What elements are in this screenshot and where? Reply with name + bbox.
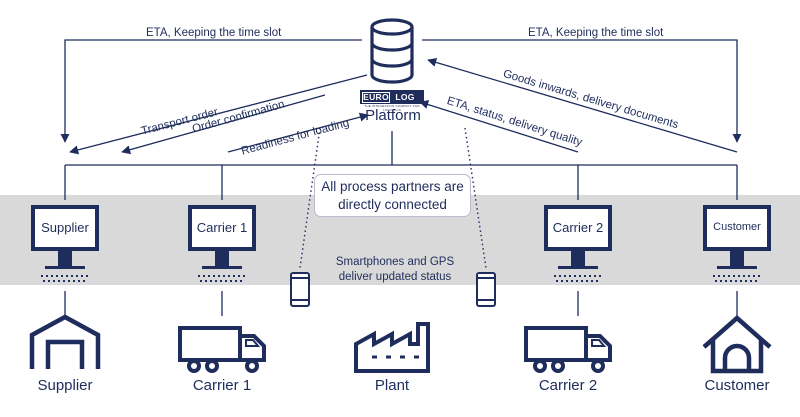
central-connectors (64, 131, 738, 316)
database-icon (370, 18, 414, 84)
monitor-label-supplier: Supplier (41, 220, 89, 235)
truck-icon (178, 326, 266, 373)
monitor-icon (188, 205, 256, 282)
bottom-label-supplier: Supplier (37, 377, 93, 394)
note-line1: All process partners are (321, 179, 464, 194)
note-line2: directly connected (338, 197, 447, 212)
warehouse-icon (29, 314, 101, 369)
monitor-icon (703, 205, 771, 282)
platform-label: Platform (365, 107, 421, 124)
monitor-icon (544, 205, 612, 282)
gps-text: Smartphones and GPS deliver updated stat… (320, 255, 470, 285)
logo-tagline: THE INTEGRATION COMPANY FOR LOGISTICS (364, 104, 420, 112)
eta-left-label: ETA, Keeping the time slot (146, 27, 282, 39)
monitor-label-carrier2: Carrier 2 (552, 220, 604, 235)
eta-right-arrow (422, 39, 742, 143)
eta-right-label: ETA, Keeping the time slot (528, 27, 664, 39)
monitor-icon (31, 205, 99, 282)
readiness-arrow (227, 112, 369, 153)
gps-line1: Smartphones and GPS (335, 256, 455, 268)
eurolog-logo: EURO LOG (360, 90, 424, 104)
gps-line2: deliver updated status (338, 271, 452, 283)
monitor-label-customer: Customer (713, 221, 761, 233)
goods-inwards-arrow (427, 57, 738, 153)
order-confirmation-arrow (121, 94, 326, 155)
eta-status-arrow (419, 100, 579, 153)
gps-dotted-links (299, 127, 487, 269)
transport-order-arrow (69, 74, 368, 155)
connected-note: All process partners are directly connec… (314, 174, 471, 217)
bottom-label-plant: Plant (374, 377, 410, 394)
eta-left-arrow (60, 39, 362, 143)
truck-icon (524, 326, 612, 373)
bottom-label-customer: Customer (704, 377, 770, 394)
factory-icon (354, 322, 430, 373)
monitor-label-carrier1: Carrier 1 (196, 220, 248, 235)
smartphone-icon (476, 272, 496, 307)
house-icon (702, 315, 772, 374)
logo-part1: EURO (362, 91, 390, 103)
logo-part2: LOG (395, 92, 415, 102)
bottom-label-carrier2: Carrier 2 (538, 377, 598, 394)
smartphone-icon (290, 272, 310, 307)
bottom-label-carrier1: Carrier 1 (192, 377, 252, 394)
